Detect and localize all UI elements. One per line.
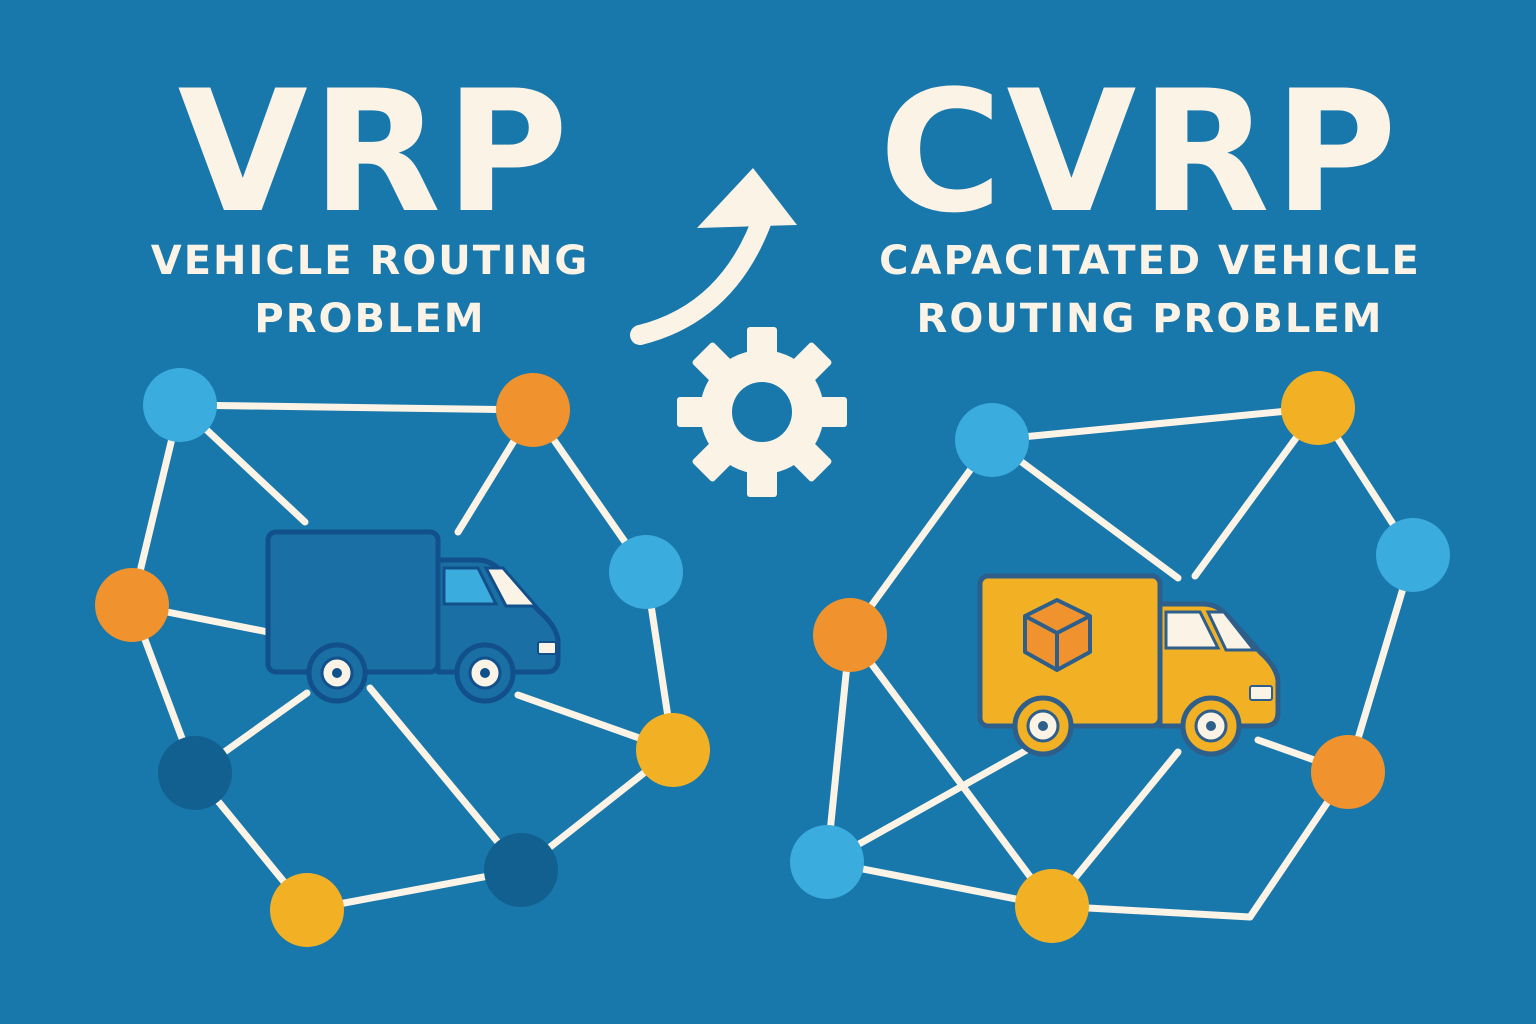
vrp-title: VRP — [177, 54, 573, 250]
vrp-node — [484, 833, 558, 907]
cvrp-node — [955, 403, 1029, 477]
cvrp-node — [1311, 735, 1385, 809]
cvrp-node — [1376, 518, 1450, 592]
vrp-node — [270, 873, 344, 947]
curved-arrow-icon — [630, 168, 797, 345]
cvrp-node — [1015, 869, 1089, 943]
cvrp-node — [790, 825, 864, 899]
cvrp-subtitle-line-2: ROUTING PROBLEM — [916, 296, 1384, 342]
cvrp-title: CVRP — [879, 54, 1401, 250]
loaded-truck-icon — [977, 573, 1281, 757]
vrp-nodes — [95, 368, 710, 947]
vrp-node — [143, 368, 217, 442]
vrp-node — [636, 713, 710, 787]
cvrp-node — [1281, 371, 1355, 445]
vrp-subtitle-line-1: VEHICLE ROUTING — [150, 238, 590, 284]
vrp-subtitle: VEHICLE ROUTING PROBLEM — [100, 232, 640, 348]
gear-icon — [677, 327, 847, 497]
delivery-truck-icon — [265, 529, 561, 704]
cvrp-nodes — [790, 371, 1450, 943]
vrp-subtitle-line-2: PROBLEM — [254, 296, 486, 342]
cvrp-subtitle-line-1: CAPACITATED VEHICLE — [879, 238, 1421, 284]
package-box-icon — [1023, 598, 1092, 672]
vrp-node — [609, 535, 683, 609]
vrp-node — [496, 373, 570, 447]
cvrp-subtitle: CAPACITATED VEHICLE ROUTING PROBLEM — [820, 232, 1480, 348]
vrp-node — [158, 736, 232, 810]
cvrp-node — [813, 598, 887, 672]
vrp-node — [95, 568, 169, 642]
